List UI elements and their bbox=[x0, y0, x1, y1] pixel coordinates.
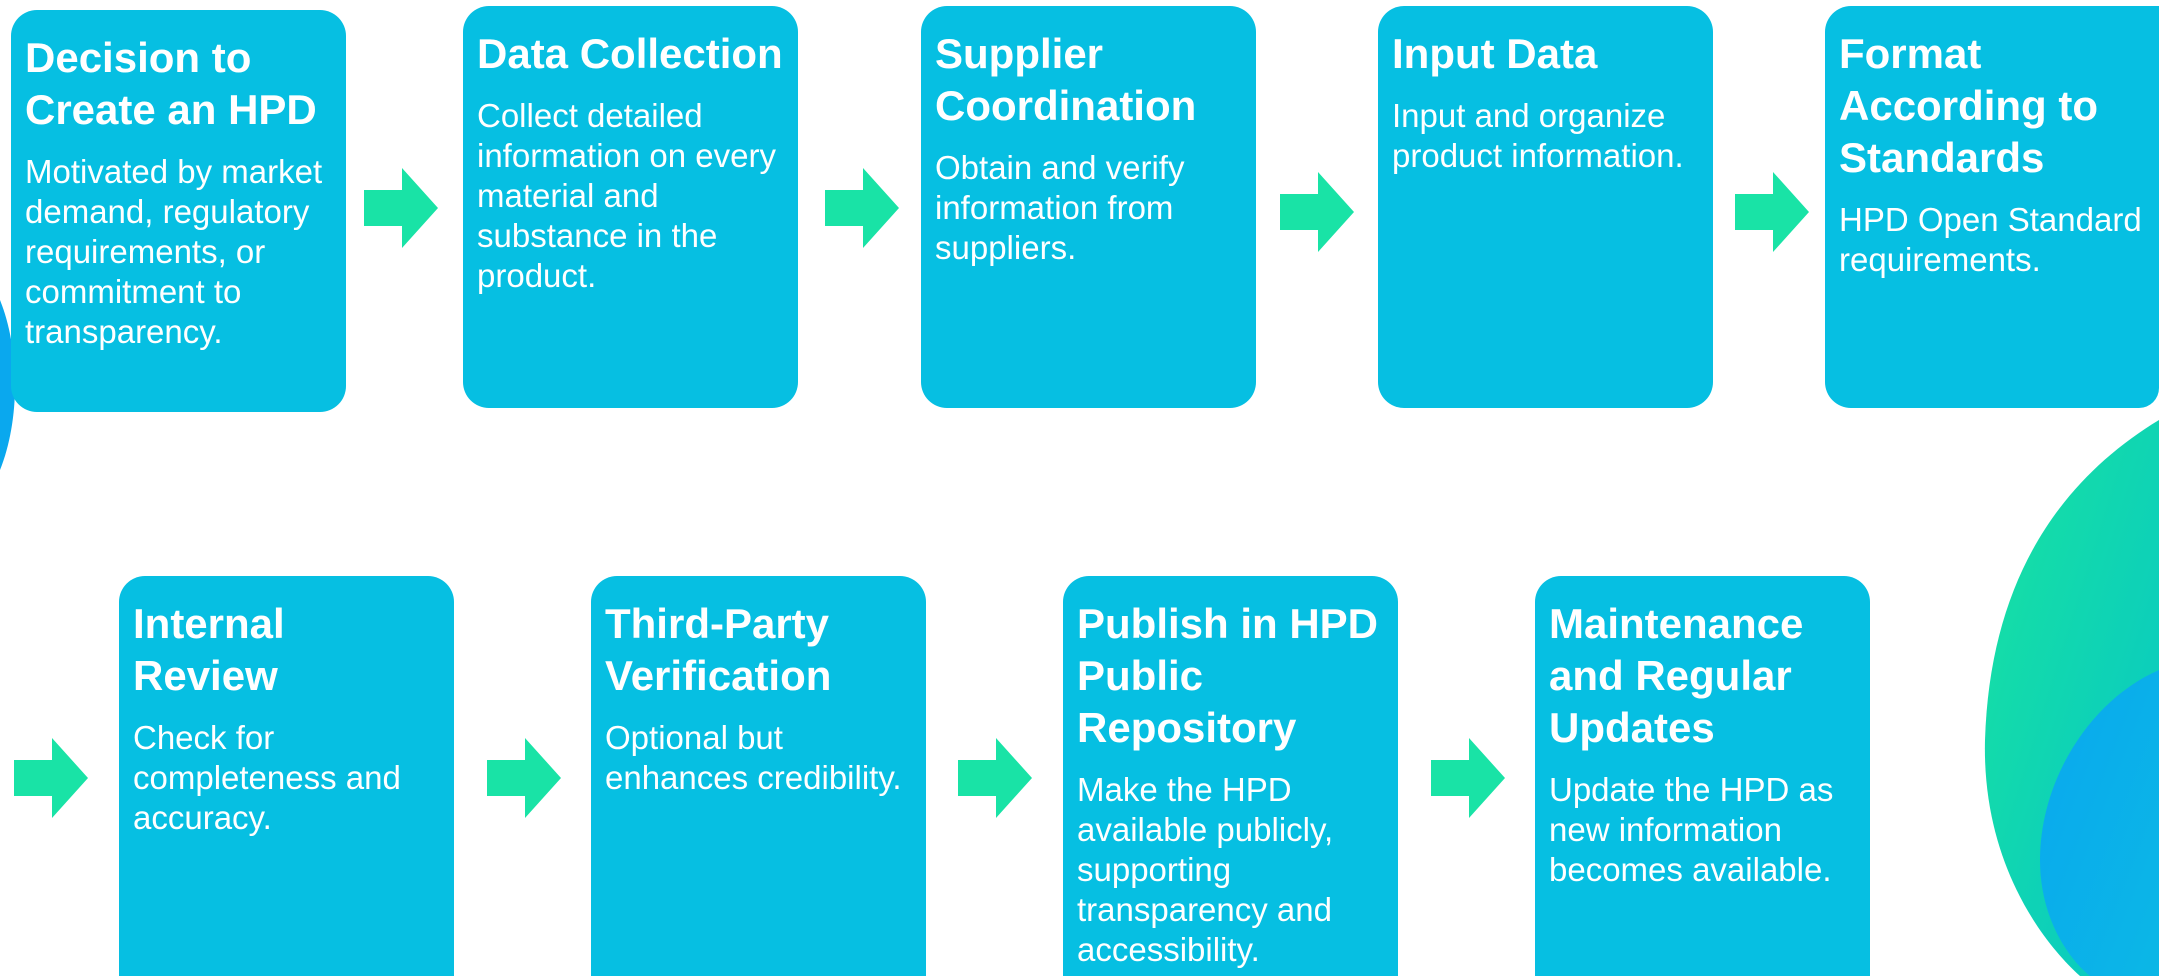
right-arrow-icon bbox=[1280, 172, 1354, 252]
step-description: Check for completeness and accuracy. bbox=[133, 719, 401, 836]
right-leaf-shape-blue bbox=[2040, 670, 2159, 976]
step-card-third-party-verification: Third-Party Verification Optional but en… bbox=[591, 576, 926, 976]
step-title: Supplier Coordination bbox=[935, 30, 1197, 129]
step-card-publish-repository: Publish in HPD Public Repository Make th… bbox=[1063, 576, 1398, 976]
right-arrow-icon bbox=[1431, 738, 1505, 818]
step-card-format-standards: Format According to Standards HPD Open S… bbox=[1825, 6, 2159, 408]
step-description: Input and organize product information. bbox=[1392, 97, 1684, 174]
step-title: Third-Party Verification bbox=[605, 600, 832, 699]
right-arrow-icon bbox=[825, 168, 899, 248]
step-title: Input Data bbox=[1392, 30, 1598, 77]
step-title: Publish in HPD Public Repository bbox=[1077, 600, 1379, 751]
step-title: Format According to Standards bbox=[1839, 30, 2098, 181]
step-title: Data Collection bbox=[477, 30, 783, 77]
right-arrow-icon bbox=[487, 738, 561, 818]
step-description: Collect detailed information on every ma… bbox=[477, 97, 776, 294]
right-arrow-icon bbox=[14, 738, 88, 818]
right-arrow-icon bbox=[1735, 172, 1809, 252]
step-card-supplier-coordination: Supplier Coordination Obtain and verify … bbox=[921, 6, 1256, 408]
step-description: Obtain and verify information from suppl… bbox=[935, 149, 1185, 266]
step-description: Optional but enhances credibility. bbox=[605, 719, 902, 796]
step-card-data-collection: Data Collection Collect detailed informa… bbox=[463, 6, 798, 408]
step-card-input-data: Input Data Input and organize product in… bbox=[1378, 6, 1713, 408]
step-title: Decision to Create an HPD bbox=[25, 34, 317, 133]
step-card-decision: Decision to Create an HPD Motivated by m… bbox=[11, 10, 346, 412]
step-description: Motivated by market demand, regulatory r… bbox=[25, 153, 323, 350]
step-title: Internal Review bbox=[133, 600, 285, 699]
step-card-maintenance-updates: Maintenance and Regular Updates Update t… bbox=[1535, 576, 1870, 976]
step-description: Update the HPD as new information become… bbox=[1549, 771, 1834, 888]
right-arrow-icon bbox=[958, 738, 1032, 818]
step-title: Maintenance and Regular Updates bbox=[1549, 600, 1804, 751]
step-description: HPD Open Standard requirements. bbox=[1839, 201, 2142, 278]
step-card-internal-review: Internal Review Check for completeness a… bbox=[119, 576, 454, 976]
right-arrow-icon bbox=[364, 168, 438, 248]
step-description: Make the HPD available publicly, support… bbox=[1077, 771, 1334, 968]
